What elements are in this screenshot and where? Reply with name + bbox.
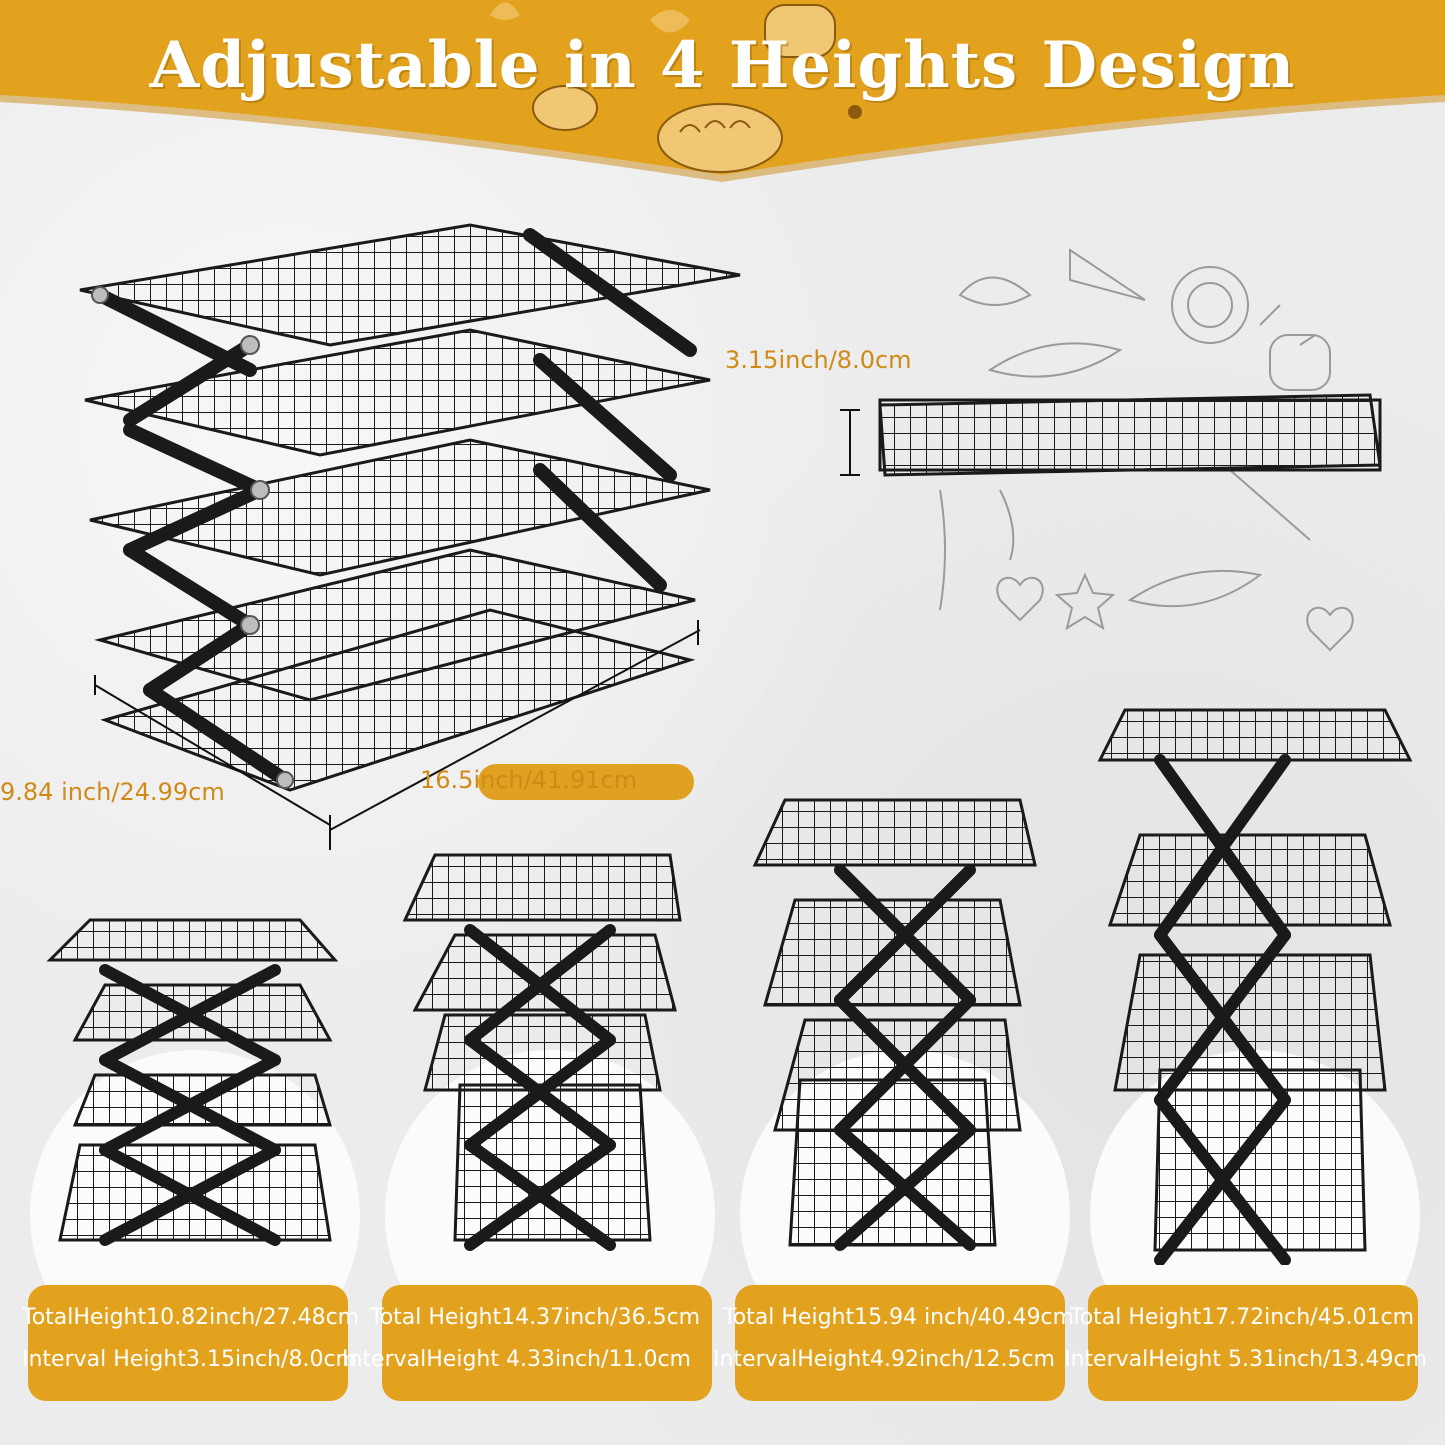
rack-height-4	[1097, 708, 1413, 1265]
heart-icon	[1306, 606, 1354, 652]
bread-decoration-icon	[532, 4, 862, 173]
total-height-label: TotalHeight10.82inch/27.48cm	[22, 1305, 360, 1330]
interval-height-label: IntervalHeight4.92inch/12.5cm	[713, 1347, 1055, 1372]
interval-height-label: Interval Height3.15inch/8.0cm	[22, 1347, 357, 1372]
banner-title: Adjustable in 4 Heights Design	[149, 28, 1296, 103]
cinnamon-roll-icon	[1171, 266, 1249, 344]
height-info-box: TotalHeight10.82inch/27.48cm Interval He…	[22, 1285, 359, 1401]
baking-doodles	[939, 248, 1354, 652]
twist-bread-icon	[939, 489, 946, 611]
interval-height-label: IntervalHeight 5.31inch/13.49cm	[1064, 1347, 1427, 1372]
title-banner	[0, 0, 1445, 182]
interval-height-label: IntervalHeight 4.33inch/11.0cm	[342, 1347, 691, 1372]
baguette-icon	[987, 342, 1123, 378]
rolling-pin-icon	[1229, 469, 1311, 541]
total-height-label: Total Height14.37inch/36.5cm	[370, 1305, 701, 1330]
height-info-box: Total Height17.72inch/45.01cm IntervalHe…	[1064, 1285, 1427, 1401]
rack-illustration-folded	[840, 393, 1382, 477]
rack-height-1	[46, 918, 339, 1246]
rack-height-3	[752, 798, 1037, 1251]
rack-illustration-expanded	[79, 223, 741, 850]
width-label-pill	[478, 764, 694, 800]
heart-icon	[996, 576, 1044, 622]
loaf-icon	[1127, 569, 1263, 608]
croissant-icon	[958, 276, 1032, 306]
height-info-box: Total Height14.37inch/36.5cm IntervalHei…	[342, 1285, 712, 1401]
depth-label: 9.84 inch/24.99cm	[0, 778, 225, 806]
folded-height-label: 3.15inch/8.0cm	[725, 346, 912, 374]
piping-bag-icon	[1069, 248, 1146, 301]
total-height-label: Total Height15.94 inch/40.49cm	[723, 1305, 1075, 1330]
star-icon	[1054, 572, 1116, 631]
total-height-label: Total Height17.72inch/45.01cm	[1070, 1305, 1415, 1330]
width-label: 16.5inch/41.91cm	[420, 766, 638, 794]
rack-height-2	[402, 853, 682, 1251]
height-info-box: Total Height15.94 inch/40.49cm IntervalH…	[713, 1285, 1074, 1401]
